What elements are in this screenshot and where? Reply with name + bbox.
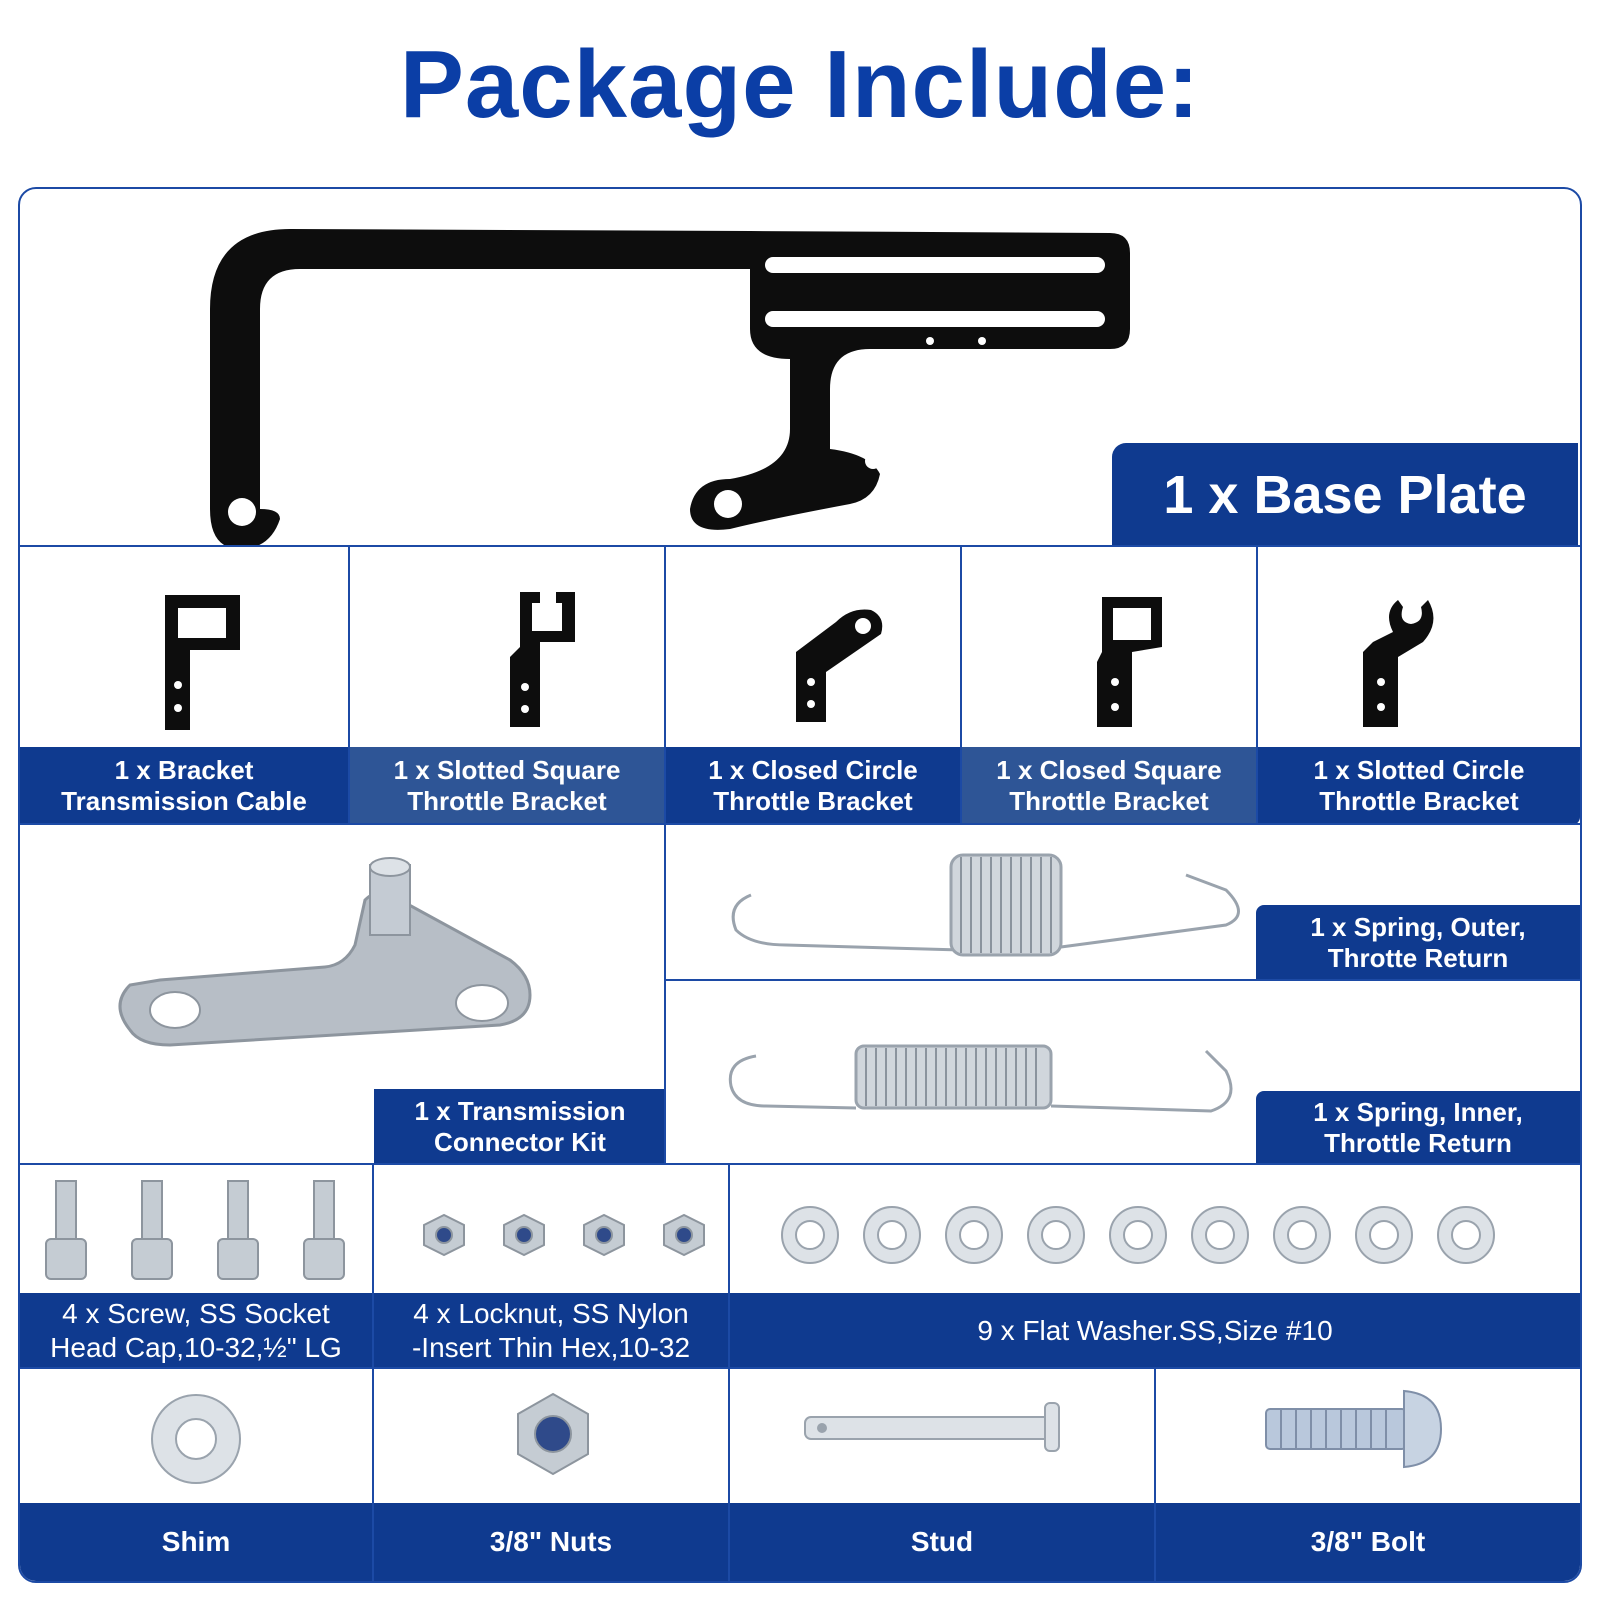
locknut-label: 4 x Locknut, SS Nylon -Insert Thin Hex,1…	[374, 1293, 728, 1367]
bolt-icon	[1265, 1389, 1443, 1469]
connector-kit-cell: 1 x Transmission Connector Kit	[20, 825, 666, 1165]
connector-kit-label-line2: Connector Kit	[434, 1127, 606, 1157]
shim-cell: Shim	[20, 1369, 374, 1581]
closed-square-label: 1 x Closed Square Throttle Bracket	[962, 747, 1256, 823]
stud-label: Stud	[730, 1503, 1154, 1581]
bolt-label: 3/8" Bolt	[1156, 1503, 1580, 1581]
spring-outer-label-line1: 1 x Spring, Outer,	[1310, 911, 1526, 942]
locknut-label-line2: -Insert Thin Hex,10-32	[411, 1332, 691, 1363]
closed-square-bracket-icon	[1097, 597, 1162, 727]
washer-cell: 9 x Flat Washer.SS,Size #10	[730, 1165, 1580, 1369]
closed-square-label-line2: Throttle Bracket	[1009, 786, 1209, 816]
slotted-circle-cell: 1 x Slotted Circle Throttle Bracket	[1258, 547, 1580, 825]
page-title: Package Include:	[399, 31, 1201, 138]
bracket-label-line1: 1 x Bracket	[114, 754, 254, 785]
package-grid: 1 x Base Plate 1 x Bracket Transmission …	[18, 187, 1582, 1583]
slotted-circle-bracket-icon	[1363, 600, 1434, 727]
nuts-label: 3/8" Nuts	[374, 1503, 728, 1581]
locknut-icon	[423, 1213, 705, 1257]
slotted-square-label-line1: 1 x Slotted Square	[393, 754, 621, 785]
bracket-label-line2: Transmission Cable	[61, 786, 307, 816]
screw-label-line1: 4 x Screw, SS Socket	[62, 1298, 330, 1330]
bracket-icon	[165, 595, 240, 730]
washer-icon	[781, 1206, 1495, 1264]
slotted-circle-label-line1: 1 x Slotted Circle	[1313, 754, 1525, 785]
slotted-square-label: 1 x Slotted Square Throttle Bracket	[350, 747, 664, 823]
closed-square-cell: 1 x Closed Square Throttle Bracket	[962, 547, 1258, 825]
slotted-circle-label: 1 x Slotted Circle Throttle Bracket	[1258, 747, 1580, 823]
locknut-cell: 4 x Locknut, SS Nylon -Insert Thin Hex,1…	[374, 1165, 730, 1369]
connector-kit-label: 1 x Transmission Connector Kit	[374, 1089, 664, 1163]
stud-cell: Stud	[730, 1369, 1156, 1581]
closed-circle-cell: 1 x Closed Circle Throttle Bracket	[666, 547, 962, 825]
bolt-cell: 3/8" Bolt	[1156, 1369, 1580, 1581]
nuts-cell: 3/8" Nuts	[374, 1369, 730, 1581]
bracket-label: 1 x Bracket Transmission Cable	[20, 747, 348, 823]
screw-label-line2: Head Cap,10-32,½" LG	[50, 1332, 342, 1363]
spring-inner-cell: 1 x Spring, Inner, Throttle Return	[666, 981, 1580, 1165]
shim-icon	[151, 1394, 241, 1484]
closed-circle-label-line1: 1 x Closed Circle	[708, 754, 918, 785]
spring-inner-label-line2: Throttle Return	[1324, 1128, 1512, 1158]
spring-inner-label-line1: 1 x Spring, Inner,	[1313, 1096, 1523, 1127]
slotted-square-label-line2: Throttle Bracket	[407, 786, 607, 816]
screw-label: 4 x Screw, SS Socket Head Cap,10-32,½" L…	[20, 1293, 372, 1367]
spring-outer-cell: 1 x Spring, Outer, Throtte Return	[666, 825, 1580, 981]
spring-outer-label-line2: Throtte Return	[1327, 943, 1509, 973]
locknut-label-line1: 4 x Locknut, SS Nylon	[413, 1298, 689, 1330]
washer-label: 9 x Flat Washer.SS,Size #10	[730, 1293, 1580, 1367]
bracket-cell: 1 x Bracket Transmission Cable	[20, 547, 350, 825]
closed-circle-label-line2: Throttle Bracket	[713, 786, 913, 816]
connector-kit-icon	[118, 857, 532, 1047]
stud-icon	[804, 1402, 1060, 1452]
closed-circle-bracket-icon	[796, 609, 883, 722]
base-plate-label: 1 x Base Plate	[1112, 443, 1578, 545]
slotted-square-cell: 1 x Slotted Square Throttle Bracket	[350, 547, 666, 825]
slotted-square-bracket-icon	[510, 592, 575, 727]
screw-icon	[45, 1180, 345, 1280]
connector-kit-label-line1: 1 x Transmission	[414, 1095, 626, 1126]
spring-outer-label: 1 x Spring, Outer, Throtte Return	[1256, 905, 1580, 979]
base-plate-cell: 1 x Base Plate	[20, 189, 1580, 547]
spring-inner-label: 1 x Spring, Inner, Throttle Return	[1256, 1091, 1580, 1163]
screw-cell: 4 x Screw, SS Socket Head Cap,10-32,½" L…	[20, 1165, 374, 1369]
spring-inner-icon	[728, 1044, 1233, 1113]
slotted-circle-label-line2: Throttle Bracket	[1319, 786, 1519, 816]
closed-square-label-line1: 1 x Closed Square	[996, 754, 1222, 785]
shim-label: Shim	[20, 1503, 372, 1581]
closed-circle-label: 1 x Closed Circle Throttle Bracket	[666, 747, 960, 823]
spring-outer-icon	[731, 853, 1240, 957]
base-plate-icon	[210, 229, 1130, 545]
nut-icon	[517, 1392, 589, 1476]
